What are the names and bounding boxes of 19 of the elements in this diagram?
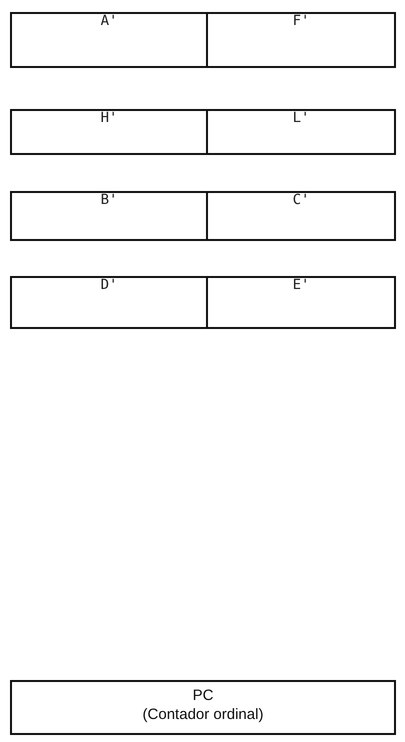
register-name: H' [100,111,118,125]
counter-description: (Contador ordinal) [142,705,264,724]
register-box [206,12,396,68]
register-box [206,109,396,155]
register-name: E' [292,278,310,292]
register-name: D' [100,278,118,292]
register-box [10,109,208,155]
register-box [10,191,208,241]
register-box [10,12,208,68]
register-name: B' [100,193,118,207]
register-box [10,276,208,329]
register-name: F' [292,14,310,28]
register-box [206,276,396,329]
counter-box [10,680,396,735]
register-box [206,191,396,241]
register-name: A' [100,14,118,28]
counter-name: PC [192,686,214,705]
register-name: C' [292,193,310,207]
register-name: L' [292,111,310,125]
